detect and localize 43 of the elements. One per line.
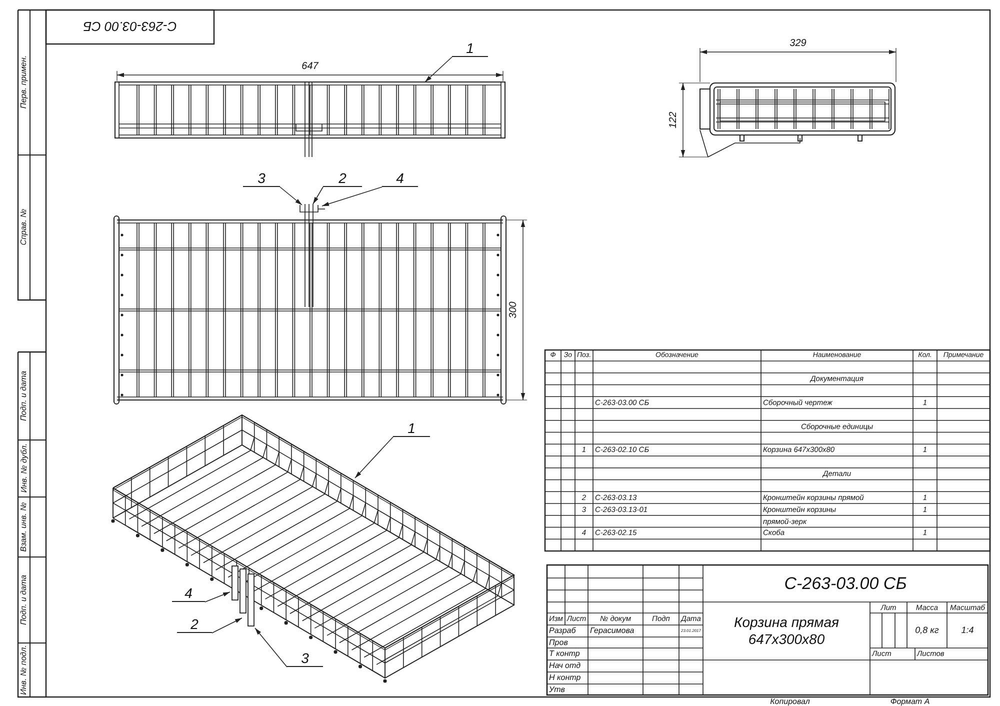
margin-label: Перв. примен. [18, 54, 29, 111]
callout-number: 2 [177, 617, 212, 633]
margin-label: Инв. № подл. [18, 644, 29, 697]
title-block-label: Разраб [548, 625, 577, 637]
margin-label: Инв. № дубл. [18, 442, 30, 495]
title-block-label: Т контр [548, 648, 581, 660]
callout-number: 2 [323, 171, 362, 187]
callout-number: 3 [287, 651, 323, 667]
title-block-label: Н контр [548, 672, 582, 684]
leader-line [312, 186, 324, 204]
title-block-label: Формат А [889, 697, 931, 706]
dimension-value: 122 [668, 110, 680, 130]
dimension-value: 300 [508, 300, 520, 320]
margin-label: Взам. инв. № [18, 501, 29, 554]
leader-line [212, 618, 242, 634]
title-block-label: Утв [548, 684, 566, 696]
title-block-value: Герасимова [589, 625, 636, 637]
leader-line [424, 56, 452, 82]
margin-label: Подп. и дата [18, 574, 29, 628]
leader-line [280, 186, 302, 206]
callout-number: 4 [172, 586, 205, 602]
drawing-number: С-263-03.00 СБ [783, 573, 908, 595]
leader-line [354, 436, 394, 478]
leader-line [254, 628, 288, 668]
leader-line [204, 592, 230, 602]
title-block-label: Пров [548, 637, 569, 648]
basket-top-view-drawing [114, 204, 506, 404]
title-block-value: 0,8 кг [914, 624, 940, 637]
callout-number: 4 [382, 171, 418, 187]
leader-line [322, 186, 382, 206]
margin-label: Справ. № [18, 208, 29, 248]
dimension-value: 647 [300, 61, 320, 73]
title-block-label: Копировал [769, 697, 811, 706]
title-block-value: 1:4 [960, 624, 975, 637]
dimension-value: 329 [788, 38, 808, 50]
title-block-label: Нач отд [548, 660, 582, 672]
callout-number: 1 [393, 421, 430, 437]
drawing-number: С-263-03.00 СБ [82, 18, 178, 36]
document-title: Корзина прямая 647х300х80 [732, 612, 840, 649]
basket-front-view-drawing [114, 82, 506, 158]
callout-number: 1 [452, 41, 488, 57]
callout-number: 3 [243, 171, 280, 187]
margin-label: Подп. и дата [18, 370, 29, 424]
